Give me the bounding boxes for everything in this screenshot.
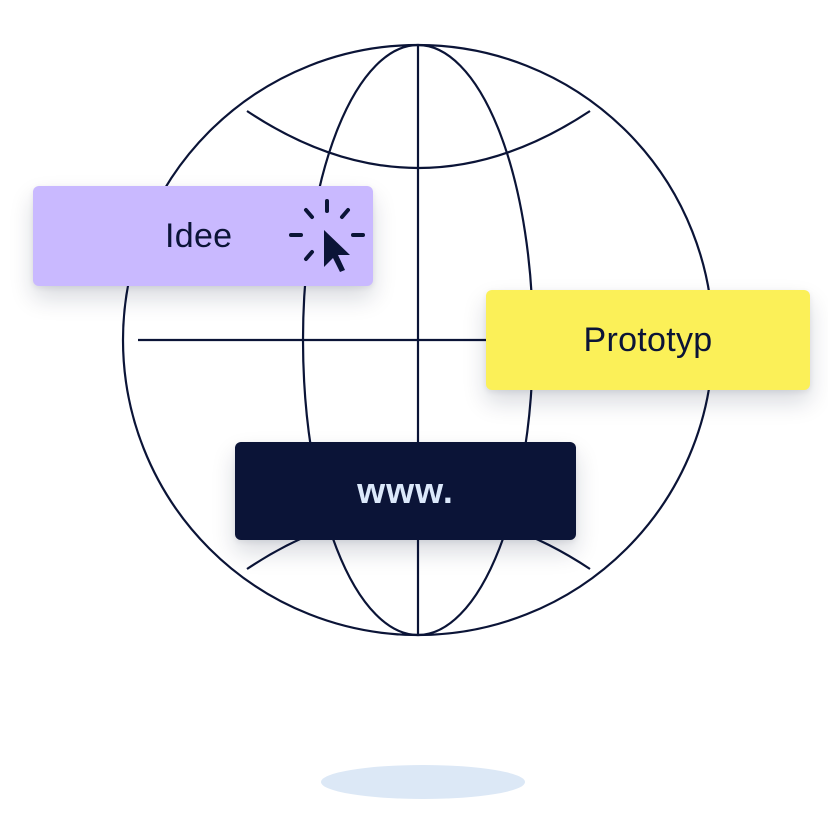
globe-upper-latitude (246, 110, 591, 170)
www-label: www. (357, 470, 454, 511)
click-cursor-icon (289, 199, 365, 272)
prototyp-label: Prototyp (583, 321, 713, 359)
prototyp-card[interactable]: Prototyp (486, 290, 810, 390)
ground-shadow (321, 765, 525, 799)
idee-label: Idee (165, 217, 233, 255)
idee-card[interactable]: Idee (33, 186, 373, 286)
www-card[interactable]: www. (235, 442, 576, 540)
